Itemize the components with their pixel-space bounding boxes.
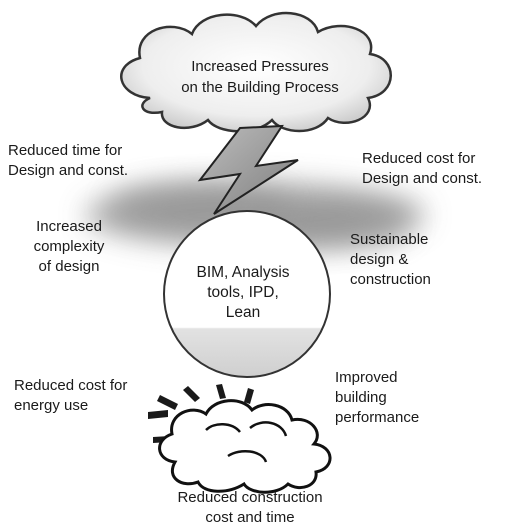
pressure-sustainable: Sustainable design & construction [350,231,431,288]
top-cloud-icon [120,11,392,133]
center-circle [163,210,331,378]
pressure-reduced-cost: Reduced cost for Design and const. [362,150,483,187]
bottom-cloud-icon [158,399,332,494]
outcome-building-performance: Improved building performance [335,369,420,426]
outcome-energy-cost: Reduced cost for energy use [14,377,128,414]
pressure-reduced-time: Reduced time for Design and const. [8,142,129,179]
top-cloud-title: Increased Pressures on the Building Proc… [181,58,339,96]
outcome-construction-cost: Reduced construction cost and time [177,489,323,526]
center-circle-label: BIM, Analysis tools, IPD, Lean [196,264,290,321]
pressure-complexity: Increased complexity of design [33,218,105,275]
lightning-bolt-icon [197,124,299,215]
